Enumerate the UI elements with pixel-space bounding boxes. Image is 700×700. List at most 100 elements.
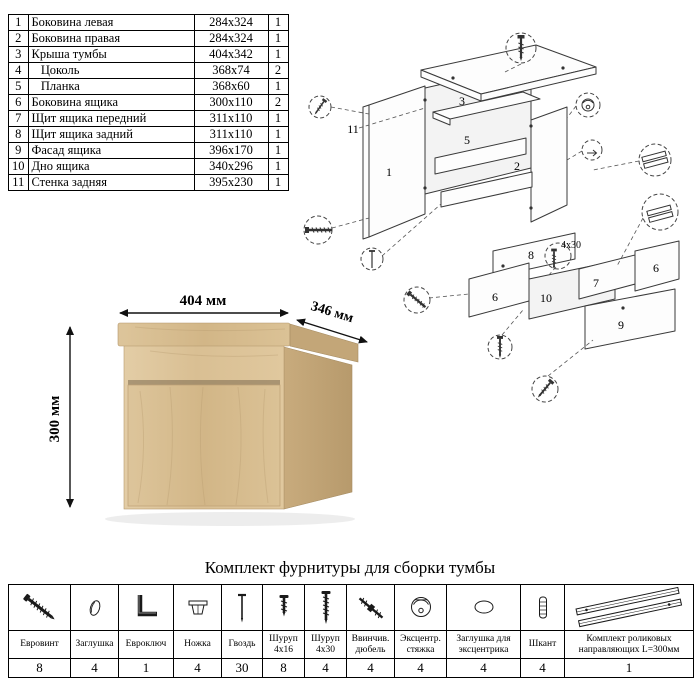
part-row: 9 Фасад ящика 396х170 1: [8, 142, 289, 159]
hardware-table: Евровинт Заглушка Евроключ Ножка Гвоздь …: [8, 584, 694, 678]
callout-rail-lower: [641, 193, 679, 231]
part-number: 9: [8, 142, 29, 159]
hardware-label: Эксцентр. стяжка: [394, 630, 447, 659]
part-number: 6: [8, 94, 29, 111]
cam-lock-icon: [410, 596, 431, 617]
part-size: 396х170: [193, 142, 269, 159]
hardware-icon-cell: [304, 584, 347, 631]
screw-4x30-icon: [321, 590, 330, 624]
callout-screw-bottom-1: [487, 334, 513, 360]
drawer-gap: [128, 380, 280, 385]
diagram-label-10: 10: [540, 291, 552, 305]
euro-screw-icon: [22, 593, 55, 619]
hardware-icon-cell: [520, 584, 565, 631]
hardware-qty: 4: [304, 658, 347, 678]
part-qty: 2: [267, 94, 289, 111]
panel-side-right: [530, 106, 568, 223]
part-number: 4: [8, 62, 29, 79]
hardware-qty: 1: [118, 658, 174, 678]
cabinet-top-slab: [117, 322, 291, 347]
hardware-label: Заглушка: [70, 630, 119, 659]
hardware-label: Шуруп 4х16: [262, 630, 305, 659]
hardware-qty: 30: [221, 658, 263, 678]
part-name: Крыша тумбы: [27, 46, 195, 63]
hardware-label: Ножка: [173, 630, 222, 659]
dimension-arrows: [66, 309, 368, 508]
panel-drawer-back: [492, 232, 576, 278]
hardware-qty: 1: [564, 658, 694, 678]
diagram-label-screw-size: 4х30: [561, 240, 581, 251]
diagram-label-6b: 6: [492, 290, 498, 304]
hardware-qty: 4: [173, 658, 222, 678]
parts-table: 1 Боковина левая 284х324 1 2 Боковина пр…: [8, 14, 289, 191]
part-name: Щит ящика передний: [27, 110, 195, 127]
hardware-qty: 4: [70, 658, 119, 678]
callout-screw-4x30: [544, 242, 572, 270]
hardware-label: Шуруп 4х30: [304, 630, 347, 659]
drawer-front: [127, 384, 281, 507]
part-size: 300х110: [193, 94, 269, 111]
hardware-icons-row: [8, 584, 694, 631]
part-size: 311х110: [193, 126, 269, 143]
part-row: 10 Дно ящика 340х296 1: [8, 158, 289, 175]
dowel-screw-icon: [358, 596, 383, 619]
part-qty: 1: [267, 14, 289, 31]
part-name: Боковина левая: [27, 14, 195, 31]
part-size: 284х324: [193, 14, 269, 31]
part-qty: 1: [267, 30, 289, 47]
diagram-label-6a: 6: [653, 261, 659, 275]
part-name: Планка: [27, 78, 195, 95]
hardware-qty-row: 8 4 1 4 30 8 4 4 4 4 4 1: [8, 658, 694, 678]
part-qty: 1: [267, 174, 289, 191]
hardware-label: Ввинчив. дюбель: [346, 630, 395, 659]
drawer-panels: [468, 232, 680, 350]
hardware-labels-row: Евровинт Заглушка Евроключ Ножка Гвоздь …: [8, 630, 694, 659]
part-qty: 1: [267, 142, 289, 159]
cam-cap-icon: [474, 600, 493, 613]
callout-cap: [308, 95, 332, 119]
part-qty: 1: [267, 78, 289, 95]
panel-plinth-1: [434, 137, 527, 175]
hardware-qty: 4: [520, 658, 565, 678]
callout-rail-upper: [638, 143, 672, 177]
hardware-icon-cell: [173, 584, 222, 631]
diagram-label-8: 8: [528, 248, 534, 262]
width-dimension-label: 404 мм: [180, 293, 227, 309]
part-number: 11: [8, 174, 29, 191]
diagram-label-5: 5: [464, 133, 470, 147]
hardware-qty: 4: [446, 658, 521, 678]
depth-arrow: [296, 318, 368, 344]
hardware-icon-cell: [70, 584, 119, 631]
part-row: 2 Боковина правая 284х324 1: [8, 30, 289, 47]
hardware-label: Евроключ: [118, 630, 174, 659]
part-qty: 1: [267, 110, 289, 127]
carcass-panels: [362, 44, 597, 240]
part-size: 368х74: [193, 62, 269, 79]
part-row: 8 Щит ящика задний 311х110 1: [8, 126, 289, 143]
callout-screw-top: [505, 32, 537, 64]
cabinet-side: [283, 346, 353, 510]
diagram-labels: 3 5 1 11 2 8 6 7 10 6 9 4х30: [347, 94, 659, 332]
part-qty: 1: [267, 126, 289, 143]
screw-4x16-icon: [279, 594, 288, 616]
part-qty: 2: [267, 62, 289, 79]
part-size: 368х60: [193, 78, 269, 95]
diagram-label-3: 3: [459, 94, 465, 108]
part-number: 1: [8, 14, 29, 31]
hardware-label: Шкант: [520, 630, 565, 659]
part-qty: 1: [267, 158, 289, 175]
hardware-qty: 4: [346, 658, 395, 678]
hardware-qty: 4: [394, 658, 447, 678]
callout-euro-screw-drawer: [403, 286, 431, 314]
panel-plinth-2: [440, 171, 533, 208]
leg-icon: [188, 600, 207, 614]
part-row: 4 Цоколь 368х74 2: [8, 62, 289, 79]
diagram-label-2: 2: [514, 159, 520, 173]
part-row: 3 Крыша тумбы 404х342 1: [8, 46, 289, 63]
part-name: Боковина правая: [27, 30, 195, 47]
hardware-icon-cell: [564, 584, 694, 631]
panel-drawer-facade: [584, 288, 676, 350]
part-name: Дно ящика: [27, 158, 195, 175]
callout-nail: [360, 247, 384, 271]
exploded-diagram: 3 5 1 11 2 8 6 7 10 6 9 4х30: [293, 8, 695, 408]
